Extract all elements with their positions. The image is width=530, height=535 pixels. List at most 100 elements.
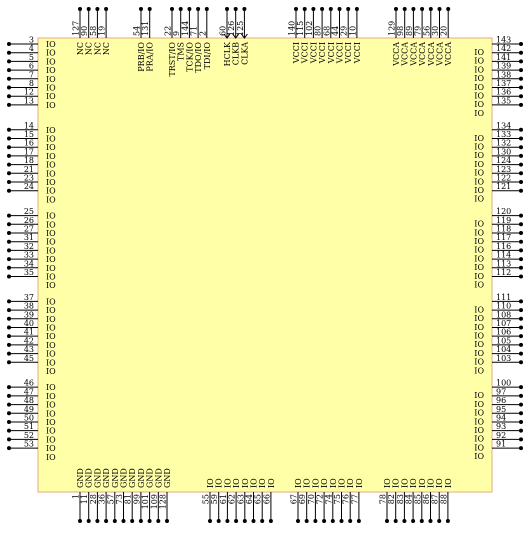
left-pin-dot (7, 136, 11, 141)
right-pin-dot (519, 299, 523, 304)
bottom-pin-number: 128 (159, 494, 168, 509)
bottom-pin-dot (402, 519, 407, 523)
right-io-label: IO (474, 142, 484, 151)
bottom-pin-number: 73 (115, 494, 124, 504)
bottom-pin-label: IO (355, 478, 364, 488)
top-pin-label: VCCI (344, 42, 353, 64)
right-pin-number: 134 (496, 121, 511, 130)
right-io-label: IO (474, 109, 484, 118)
left-pin-number: 15 (24, 130, 34, 139)
right-pin-dot (519, 265, 523, 270)
right-pin-dot (519, 248, 523, 253)
bottom-pin-dot (348, 519, 353, 523)
bottom-pin-label: IO (383, 478, 392, 488)
top-pin-number: 71 (190, 26, 199, 36)
left-pin-dot (7, 419, 11, 424)
bottom-pin-dot (445, 519, 450, 523)
right-pin-number: 111 (496, 293, 511, 302)
right-io-label: IO (474, 358, 484, 367)
right-pin-number: 116 (496, 242, 511, 251)
bottom-pin-number: 101 (141, 494, 150, 509)
bottom-pin-label: IO (329, 478, 338, 488)
left-pin-number: 39 (24, 310, 34, 319)
left-pin-number: 4 (29, 44, 34, 53)
right-pin-dot (519, 437, 523, 442)
top-pin-label: HCLK (223, 41, 232, 66)
bottom-pin-dot (147, 519, 152, 523)
bottom-pin-number: 87 (431, 494, 440, 504)
bottom-pin-label: GND (154, 468, 163, 488)
right-pin-number: 117 (496, 233, 511, 242)
bottom-pin-label: GND (85, 468, 94, 488)
top-pin-number: 98 (396, 26, 405, 36)
top-pin-dot (394, 7, 398, 11)
right-pin-number: 139 (496, 62, 511, 71)
bottom-pin-dot (339, 519, 344, 523)
left-io-label: IO (46, 75, 56, 84)
left-io-label: IO (46, 229, 56, 238)
right-io-label: IO (474, 331, 484, 340)
right-pin-dot (519, 316, 523, 321)
left-pin-dot (7, 50, 11, 55)
left-pin-dot (7, 94, 11, 99)
right-pin-dot (519, 179, 523, 184)
left-io-label: IO (46, 161, 56, 170)
bottom-pin-label: GND (93, 468, 102, 488)
bottom-pin-label: IO (267, 478, 276, 488)
bottom-pin-label: IO (338, 478, 347, 488)
left-io-label: IO (46, 264, 56, 273)
left-pin-dot (7, 274, 11, 279)
top-pin-number: 54 (133, 26, 142, 36)
bottom-pin-dot (165, 519, 169, 523)
left-pin-number: 35 (24, 268, 34, 277)
left-io-label: IO (46, 66, 56, 75)
bottom-pin-dot (78, 519, 82, 523)
right-pin-dot (519, 428, 523, 433)
top-pin-number: 115 (296, 21, 305, 36)
left-pin-dot (7, 248, 11, 253)
right-pin-dot (519, 68, 523, 73)
right-pin-number: 130 (496, 147, 511, 156)
right-pin-dot (519, 102, 523, 107)
right-io-label: IO (474, 65, 484, 74)
right-io-label: IO (474, 195, 484, 204)
top-pin-label: VCCA (427, 42, 436, 67)
left-io-label: IO (46, 323, 56, 332)
left-pin-dot (7, 188, 11, 193)
top-pin-dot (170, 7, 174, 11)
left-pin-dot (7, 411, 11, 416)
top-pin-dot (95, 7, 100, 11)
left-pin-number: 53 (24, 440, 34, 449)
left-io-label: IO (46, 401, 56, 410)
left-io-label: IO (46, 427, 56, 436)
bottom-pin-label: IO (427, 478, 436, 488)
top-pin-dot (311, 7, 316, 11)
right-io-label: IO (474, 323, 484, 332)
left-pin-number: 43 (24, 345, 34, 354)
clock-input-arrow-icon (241, 33, 248, 39)
bottom-pin-number: 64 (245, 494, 254, 504)
bottom-pin-number: 109 (150, 494, 159, 509)
left-io-label: IO (46, 306, 56, 315)
top-pin-label: VCCI (353, 42, 362, 64)
bottom-pin-dot (242, 519, 247, 523)
left-pin-number: 38 (24, 302, 34, 311)
right-pin-number: 91 (496, 440, 506, 449)
left-io-label: IO (46, 152, 56, 161)
left-pin-number: 25 (24, 207, 34, 216)
left-io-label: IO (46, 358, 56, 367)
chip-body (37, 37, 493, 493)
left-pin-dot (7, 222, 11, 227)
left-io-label: IO (46, 57, 56, 66)
left-pin-number: 52 (24, 431, 34, 440)
left-pin-dot (7, 68, 11, 73)
left-pin-number: 23 (24, 173, 34, 182)
bottom-pin-dot (216, 519, 221, 523)
right-pin-dot (519, 411, 523, 416)
right-pin-number: 137 (496, 79, 511, 88)
left-io-label: IO (46, 92, 56, 101)
left-pin-dot (7, 308, 11, 313)
bottom-pin-dot (95, 519, 100, 523)
top-pin-label: VCCI (309, 42, 318, 64)
